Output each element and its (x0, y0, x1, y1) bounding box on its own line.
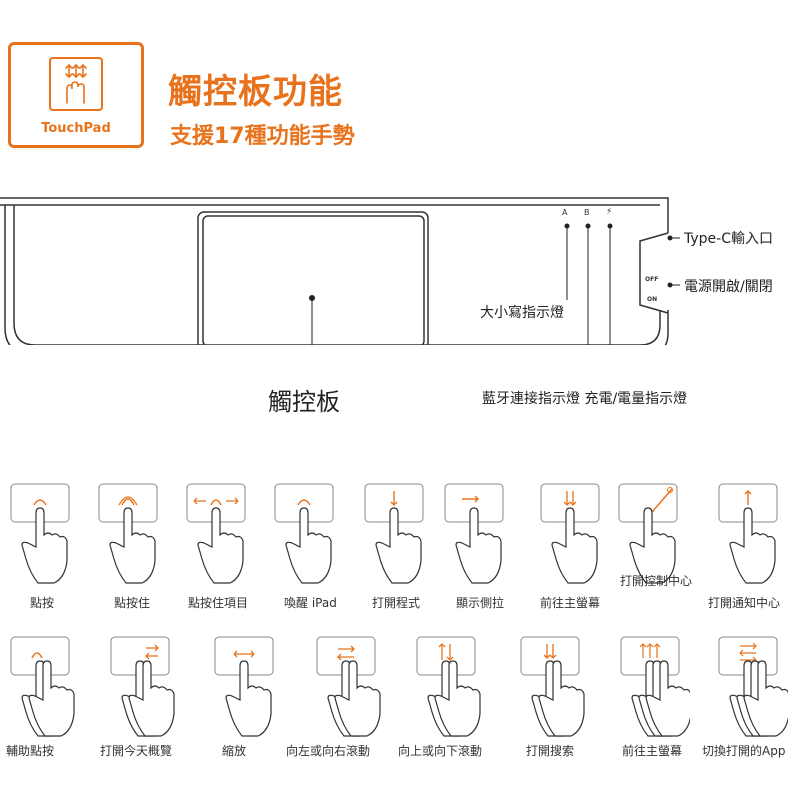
gesture-label: 點按住 (114, 596, 151, 610)
tap-hold-drag-icon (186, 483, 246, 584)
gesture-card (718, 636, 790, 746)
touchpad-icon (49, 57, 103, 111)
vertical-scroll-icon (416, 636, 481, 737)
three-finger-horizontal-icon (718, 636, 790, 737)
gesture-label: 喚醒 iPad (284, 596, 337, 610)
led-caps-letter: A (562, 208, 568, 217)
swipe-right-icon (444, 483, 504, 584)
pinch-zoom-icon (214, 636, 274, 737)
page-subtitle: 支援17種功能手勢 (170, 124, 355, 149)
gesture-card (98, 483, 168, 593)
gesture-card (316, 636, 386, 746)
gesture-card (214, 636, 284, 746)
led-bt-letter: B (584, 208, 590, 217)
gesture-card (618, 483, 688, 593)
gesture-label: 點按住項目 (188, 596, 249, 610)
one-finger-tap-icon (10, 483, 70, 584)
swipe-up-icon (718, 483, 778, 584)
gesture-card (10, 636, 80, 746)
touchpad-logo: TouchPad (8, 42, 144, 148)
gesture-label: 前往主螢幕 (622, 744, 683, 758)
two-finger-swipe-down-icon (520, 636, 585, 737)
gesture-label: 顯示側拉 (456, 596, 505, 610)
caps-indicator-label: 大小寫指示燈 (480, 305, 564, 321)
swipe-down-icon (364, 483, 424, 584)
gesture-label: 打開通知中心 (708, 596, 781, 610)
gesture-label: 前往主螢幕 (540, 596, 601, 610)
gesture-card (416, 636, 486, 746)
gesture-label: 輔助點按 (6, 744, 55, 758)
diagonal-swipe-icon (618, 483, 678, 584)
gesture-card (718, 483, 788, 593)
two-finger-tap-icon (10, 636, 75, 737)
gesture-label: 縮放 (222, 744, 247, 758)
three-finger-up-icon (620, 636, 692, 737)
typec-port-label: Type-C輸入口 (684, 231, 773, 247)
gesture-card (10, 483, 80, 593)
switch-off-label: OFF (645, 276, 659, 283)
gesture-card (186, 483, 256, 593)
gesture-card (110, 636, 180, 746)
gesture-label: 打開程式 (372, 596, 421, 610)
gesture-label: 向左或向右滾動 (286, 744, 371, 758)
two-finger-down-icon (540, 483, 600, 584)
one-finger-hold-icon (98, 483, 158, 584)
gesture-label: 打開控制中心 (620, 574, 693, 588)
gesture-card (364, 483, 434, 593)
gesture-label: 打開搜索 (526, 744, 575, 758)
touchpad-label: 觸控板 (268, 388, 340, 416)
two-finger-horizontal-icon (110, 636, 175, 737)
power-switch-label: 電源開啟/關閉 (684, 279, 773, 295)
led-charge-icon: ⚡ (606, 207, 613, 217)
gesture-card (520, 636, 590, 746)
logo-text: TouchPad (41, 121, 111, 136)
switch-on-label: ON (647, 296, 658, 303)
gesture-label: 向上或向下滾動 (398, 744, 483, 758)
horizontal-scroll-icon (316, 636, 381, 737)
bt-charge-indicator-label: 藍牙連接指示燈 充電/電量指示燈 (482, 391, 688, 407)
gesture-label: 點按 (30, 596, 55, 610)
keyboard-diagram (0, 197, 680, 345)
gesture-card (540, 483, 610, 593)
gesture-card (444, 483, 514, 593)
page-title: 觸控板功能 (168, 72, 343, 112)
gesture-label: 切換打開的App (702, 744, 786, 758)
gesture-card (620, 636, 692, 746)
gesture-label: 打開今天概覽 (100, 744, 173, 758)
wake-tap-icon (274, 483, 334, 584)
gesture-card (274, 483, 344, 593)
